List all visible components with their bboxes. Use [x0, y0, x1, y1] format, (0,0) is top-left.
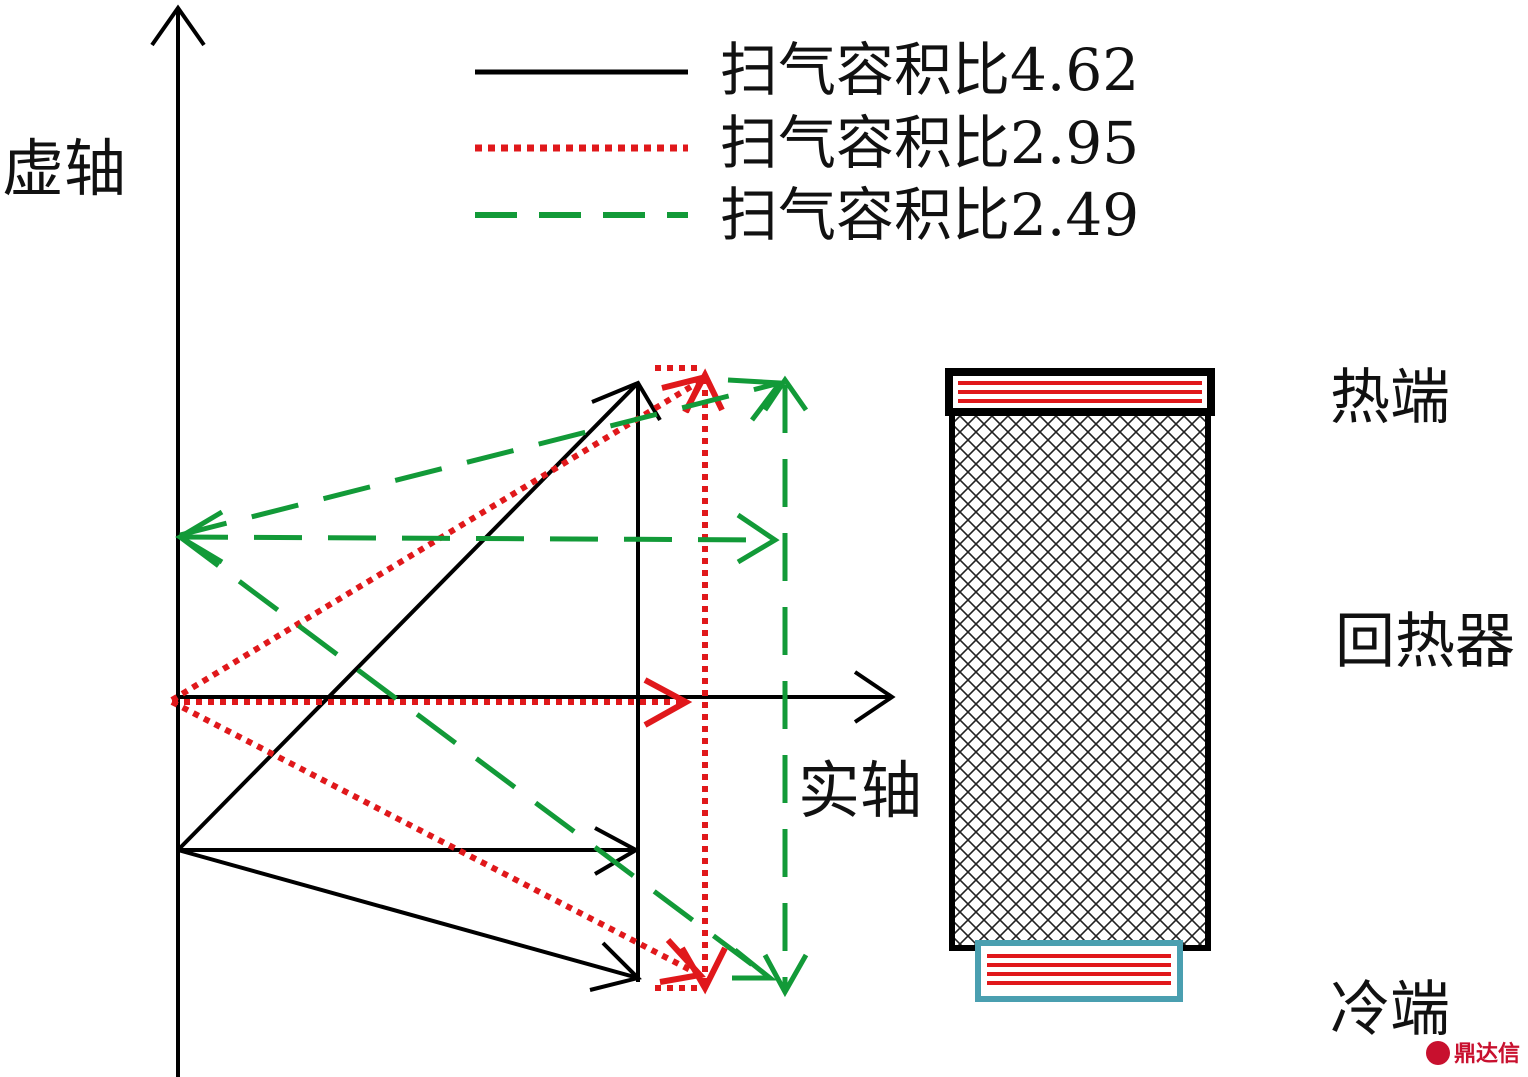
cold-end-label: 冷端	[1330, 975, 1450, 1045]
phasor-green-left-head	[175, 509, 224, 565]
phasor-green-bottom-head	[762, 953, 809, 998]
series-2-49-arrowheads	[175, 375, 809, 998]
hot-end-label: 热端	[1330, 363, 1450, 433]
series-4-62-phasors	[176, 380, 662, 992]
regenerator	[945, 368, 1215, 1002]
regenerator-label: 回热器	[1335, 607, 1515, 677]
series-2-95-phasors	[170, 365, 708, 991]
phasor-green-horizontal	[179, 534, 776, 543]
phasor-red-horizontal-head	[643, 677, 693, 728]
imag-axis-label: 虚轴	[2, 132, 126, 205]
phasor-black-upper	[176, 381, 640, 852]
phasor-black-horizontal-head	[593, 826, 641, 876]
phasor-red-lower	[170, 699, 702, 978]
series-2-49-phasors	[178, 380, 788, 992]
series-2-95-arrowheads	[643, 368, 728, 995]
phasor-green-horizontal-head	[736, 512, 780, 565]
phasor-green-lower	[178, 534, 772, 981]
regenerator-matrix	[949, 407, 1211, 951]
legend-label-2-95: 扫气容积比2.95	[720, 109, 1139, 177]
real-axis-arrow	[853, 670, 896, 724]
imag-axis-arrow	[150, 4, 206, 47]
phasor-black-lower	[177, 848, 639, 980]
real-axis-label: 实轴	[798, 754, 922, 827]
phasor-green-lower-head	[732, 948, 778, 981]
cold-end-cap	[975, 940, 1183, 1002]
watermark-logo: 鼎达信	[1426, 1041, 1520, 1067]
phasor-red-bottom-head	[679, 946, 728, 995]
watermark-text: 鼎达信	[1454, 1041, 1520, 1067]
legend-label-2-49: 扫气容积比2.49	[720, 181, 1139, 249]
legend-label-4-62: 扫气容积比4.62	[720, 36, 1139, 104]
phasor-red-lower-head	[659, 937, 706, 985]
axes	[150, 4, 896, 1077]
phasor-black-lower-head	[589, 941, 642, 992]
watermark-icon	[1426, 1041, 1450, 1065]
legend: 扫气容积比4.62 扫气容积比2.95 扫气容积比2.49	[475, 36, 1139, 249]
phasor-green-upper	[179, 380, 781, 538]
phasor-green-top-head	[762, 375, 809, 412]
